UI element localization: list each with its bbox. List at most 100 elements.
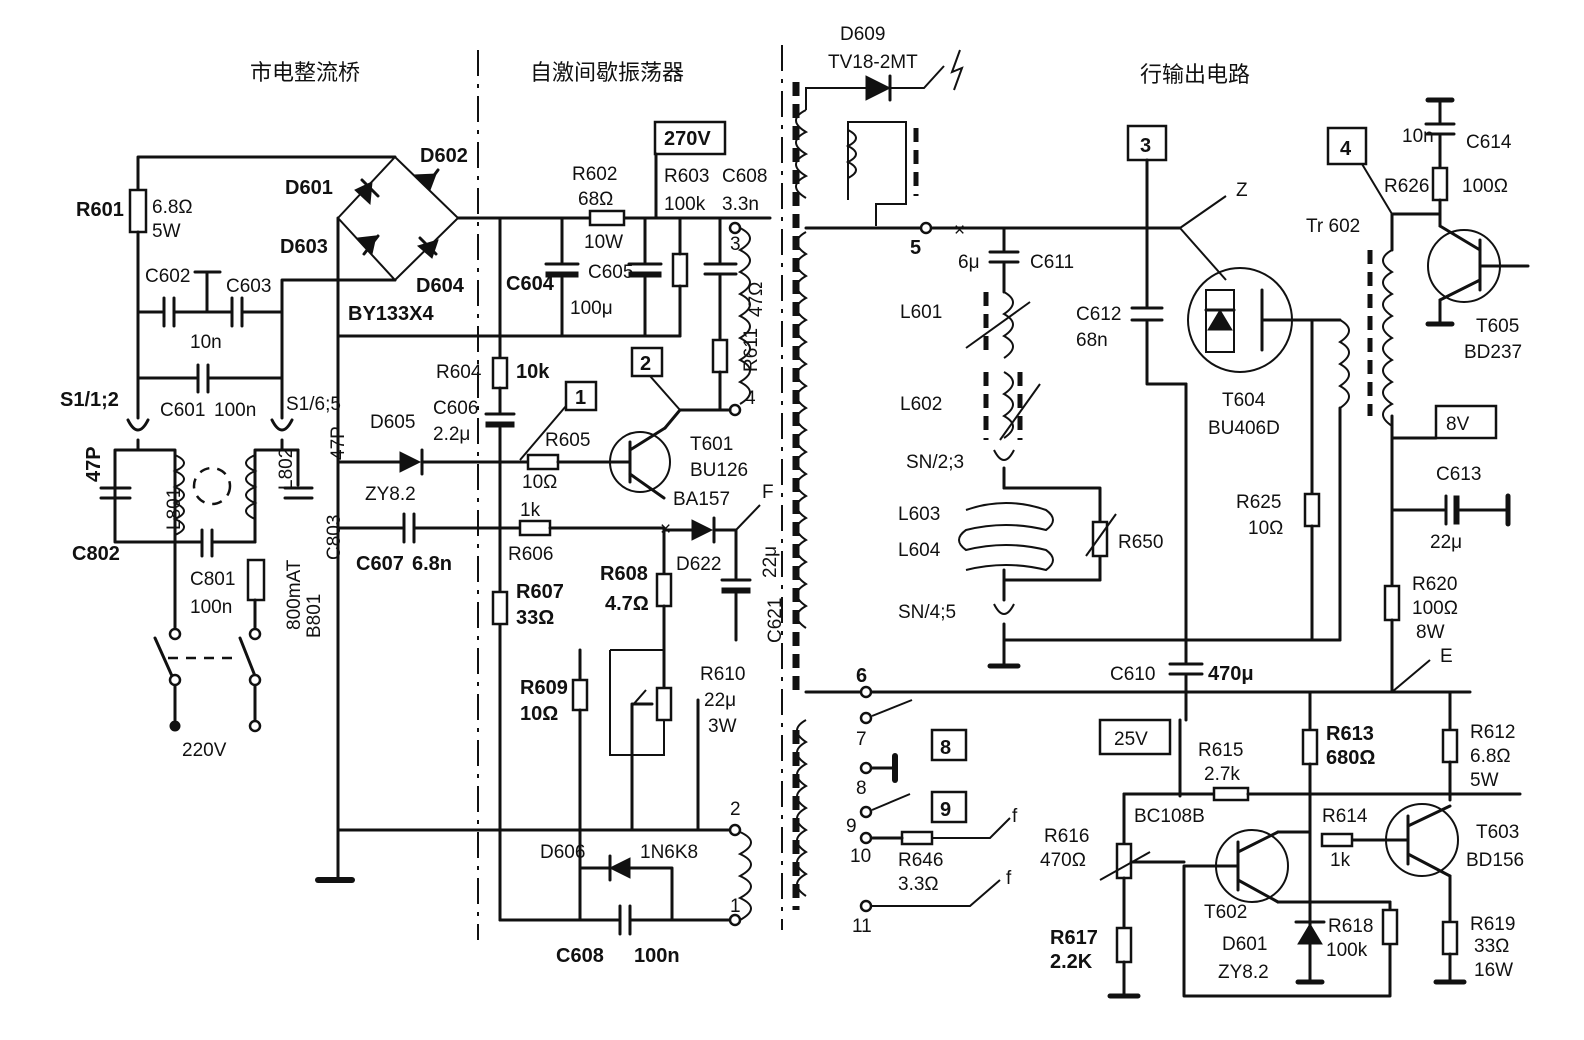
c606-label: C606	[433, 398, 478, 419]
f-label-2: f	[1006, 868, 1012, 889]
r609-resistor	[571, 678, 589, 712]
r601-watt: 5W	[152, 221, 181, 242]
d601-diode	[354, 181, 373, 206]
c612-value: 68n	[1076, 330, 1108, 351]
fuse-rating: 800mAT	[284, 559, 305, 630]
r620-label: R620	[1412, 574, 1457, 595]
d609-label: D609	[840, 24, 885, 45]
r618-label: R618	[1328, 916, 1373, 937]
r610-label: R610	[700, 664, 745, 685]
box-4	[1326, 126, 1368, 166]
r614-label: R614	[1322, 806, 1368, 827]
section-title-mains-bridge: 市电整流桥	[250, 61, 360, 86]
r601-value: 6.8Ω	[152, 197, 193, 218]
box-25v	[1098, 718, 1172, 756]
r605-resistor	[526, 453, 560, 471]
r608-label: R608	[600, 563, 648, 585]
d605-diode	[399, 451, 422, 473]
r646-value: 3.3Ω	[898, 874, 939, 895]
d606-label: D606	[540, 842, 585, 863]
box-3-text: 3	[1140, 135, 1151, 157]
r601-label: R601	[76, 199, 124, 221]
r612-resistor	[1441, 728, 1459, 764]
d606-value: 1N6K8	[640, 842, 698, 863]
r617-resistor	[1115, 926, 1133, 964]
r608-value: 4.7Ω	[605, 593, 649, 615]
c614-value: 10n	[1402, 126, 1434, 147]
d622-label: D622	[676, 554, 721, 575]
l604-label: L604	[898, 540, 941, 561]
voltage-8v: 8V	[1446, 414, 1470, 435]
c605-value: 100μ	[570, 298, 613, 319]
box-8	[930, 728, 968, 762]
d601-value: ZY8.2	[1218, 962, 1269, 983]
t602-value: BC108B	[1134, 806, 1205, 827]
r646-label: R646	[898, 850, 943, 871]
c610-label: C610	[1110, 664, 1155, 685]
r610-resistor	[655, 686, 673, 722]
box-8v	[1434, 404, 1498, 440]
r618-resistor	[1381, 908, 1399, 946]
box-1	[564, 380, 598, 412]
c607-value: 6.8n	[412, 553, 452, 575]
horizontal-output-section: 6μ C611 L601 L602 SN/2;3 R650 L603 L604 …	[898, 97, 1530, 999]
r626-resistor	[1431, 166, 1449, 202]
c601-label: C601	[160, 400, 205, 421]
pin-4: 4	[745, 388, 756, 409]
r610-watt: 3W	[708, 716, 737, 737]
d603-diode	[356, 235, 377, 256]
r607-label: R607	[516, 581, 564, 603]
r619-watt: 16W	[1474, 960, 1513, 981]
voltage-270v: 270V	[664, 128, 711, 150]
c610-value: 470μ	[1208, 663, 1254, 685]
box-8-text: 8	[940, 737, 951, 759]
d604-diode	[416, 239, 439, 259]
pin-5: 5	[910, 237, 921, 259]
section-title-horizontal-output: 行输出电路	[1140, 63, 1250, 88]
r604-value: 10k	[516, 361, 550, 383]
r626-label: R626	[1384, 176, 1429, 197]
c607-label: C607	[356, 553, 404, 575]
r601-resistor	[128, 188, 148, 234]
c802-label: C802	[72, 543, 120, 565]
t603-label: T603	[1476, 822, 1519, 843]
c605-label: C605	[588, 262, 633, 283]
pin-6: 6	[856, 665, 867, 687]
c608-label: C608	[556, 945, 604, 967]
box-270v	[653, 120, 727, 156]
r616-label: R616	[1044, 826, 1089, 847]
t605-label: T605	[1476, 316, 1519, 337]
r620-watt: 8W	[1416, 622, 1445, 643]
f-label: F	[762, 482, 774, 503]
l802-label: L802	[276, 448, 297, 490]
r617-label: R617	[1050, 927, 1098, 949]
c803-label: C803	[324, 515, 345, 560]
r625-resistor	[1303, 492, 1321, 528]
d606-diode	[608, 857, 631, 879]
r613-resistor	[1301, 728, 1319, 766]
r602-label: R602	[572, 164, 617, 185]
r611-label: R611	[741, 328, 762, 372]
c801-value: 100n	[190, 597, 232, 618]
r604-label: R604	[436, 362, 482, 383]
l602-label: L602	[900, 394, 942, 415]
bridge-part-label: BY133X4	[348, 303, 434, 325]
t603-value: BD156	[1466, 850, 1524, 871]
r618-value: 100k	[1326, 940, 1368, 961]
r608-resistor	[655, 572, 673, 608]
switch-s1b-label: S1/6;5	[286, 394, 341, 415]
d602-label: D602	[420, 145, 468, 167]
r626-value: 100Ω	[1462, 176, 1508, 197]
switch-s1a-label: S1/1;2	[60, 389, 119, 411]
r619-resistor	[1441, 920, 1459, 956]
high-voltage-icon	[950, 49, 964, 91]
c621-value: 22μ	[760, 546, 781, 578]
r605-label: R605	[545, 430, 590, 451]
r603-value: 100k	[664, 194, 706, 215]
r602-value: 68Ω	[578, 189, 613, 210]
d603-label: D603	[280, 236, 328, 258]
r615-label: R615	[1198, 740, 1243, 761]
c613-label: C613	[1436, 464, 1481, 485]
box-1-text: 1	[575, 387, 586, 409]
d601-label: D601	[285, 177, 333, 199]
